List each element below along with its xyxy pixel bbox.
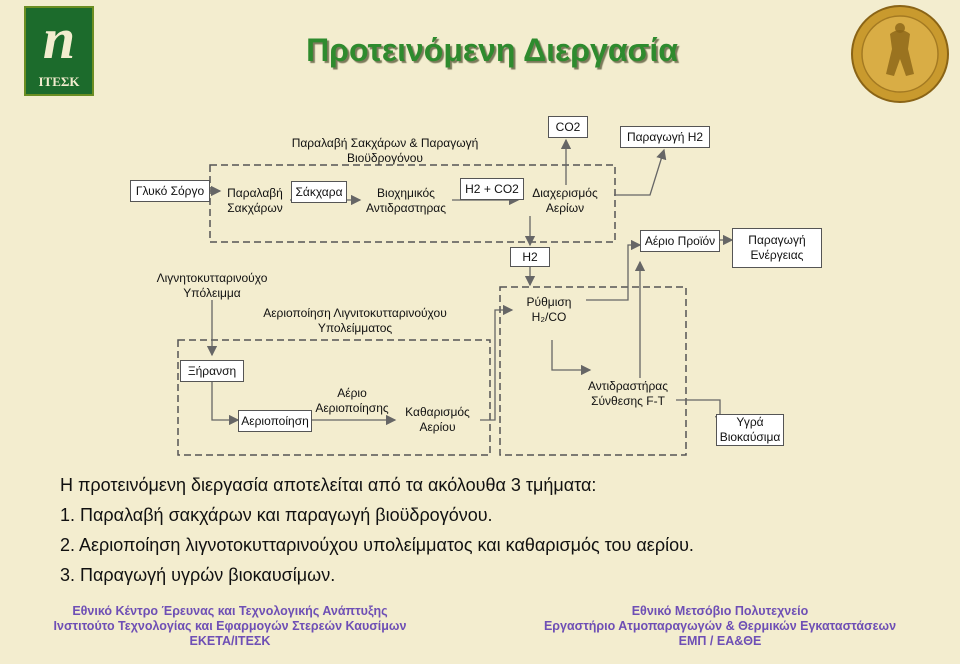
box-sakchara: Σάκχαρα [291,181,347,203]
section2-label: Αεριοποίηση Λιγνιτοκυτταρινούχου Υπολείμ… [263,306,447,335]
box-paragogi-h2: Παραγωγή H2 [620,126,710,148]
box-co2: CO2 [548,116,588,138]
box-glyko-sorgo: Γλυκό Σόργο [130,180,210,202]
section1-label: Παραλαβή Σακχάρων & Παραγωγή Βιοϋδρογόνο… [291,136,479,165]
iteSK-logo: n ΙΤΕΣΚ [24,6,94,96]
box-paragogi-energeias: Παραγωγή Ενέργειας [732,228,822,268]
footer-right: Εθνικό Μετσόβιο Πολυτεχνείο Εργαστήριο Α… [500,604,940,649]
footer-right-line1: Εθνικό Μετσόβιο Πολυτεχνείο [631,604,809,618]
logo-text: ΙΤΕΣΚ [38,74,80,89]
footer-left-line2: Ινστιτούτο Τεχνολογίας και Εφαρμογών Στε… [53,619,407,633]
footer-right-line2: Εργαστήριο Ατμοπαραγωγών & Θερμικών Εγκα… [543,619,897,633]
footer-left-line1: Εθνικό Κέντρο Έρευνας και Τεχνολογικής Α… [72,604,388,618]
box-rythmisi: Ρύθμιση H₂/CO [526,295,572,324]
footer-right-line3: ΕΜΠ / ΕΑ&ΘΕ [678,634,762,648]
logo-letter: n [42,6,76,71]
box-aerio-proion: Αέριο Προϊόν [640,230,720,252]
box-biochemical: Βιοχημικός Αντιδραστηρας [365,186,446,215]
university-seal-icon [851,5,949,103]
box-lignin-residue: Λιγνητοκυτταρινούχο Υπόλειμμα [156,271,268,300]
summary-item-2: 2. Αεριοποίηση λιγνοτοκυτταρινούχου υπολ… [60,535,694,555]
page-title: Προτεινόμενη Διεργασία [306,32,678,68]
summary-item-3: 3. Παραγωγή υγρών βιοκαυσίμων. [60,565,336,585]
box-aerio-aeriopoiisis: Αέριο Αεριοποίησης [315,386,389,415]
box-paralavi: Παραλαβή Σακχάρων [227,186,283,215]
box-h2co2: H2 + CO2 [460,178,524,200]
box-katharismos: Καθαρισμός Αερίου [405,405,470,434]
summary-item-1: 1. Παραλαβή σακχάρων και παραγωγή βιοϋδρ… [60,505,493,525]
box-h2: H2 [510,247,550,267]
box-aeriopoiisi: Αεριοποίηση [238,410,312,432]
process-summary: Η προτεινόμενη διεργασία αποτελείται από… [60,470,694,590]
footer-left-line3: ΕΚΕΤΑ/ΙΤΕΣΚ [189,634,271,648]
box-ygra-viokausima: Υγρά Βιοκαύσιμα [716,414,784,446]
summary-intro: Η προτεινόμενη διεργασία αποτελείται από… [60,475,597,495]
box-xiransi: Ξήρανση [180,360,244,382]
box-antidrastiras-ft: Αντιδραστήρας Σύνθεσης F-T [587,379,668,408]
box-diachorismos: Διαχερισμός Αερίων [532,186,598,215]
footer-left: Εθνικό Κέντρο Έρευνας και Τεχνολογικής Α… [20,604,440,649]
